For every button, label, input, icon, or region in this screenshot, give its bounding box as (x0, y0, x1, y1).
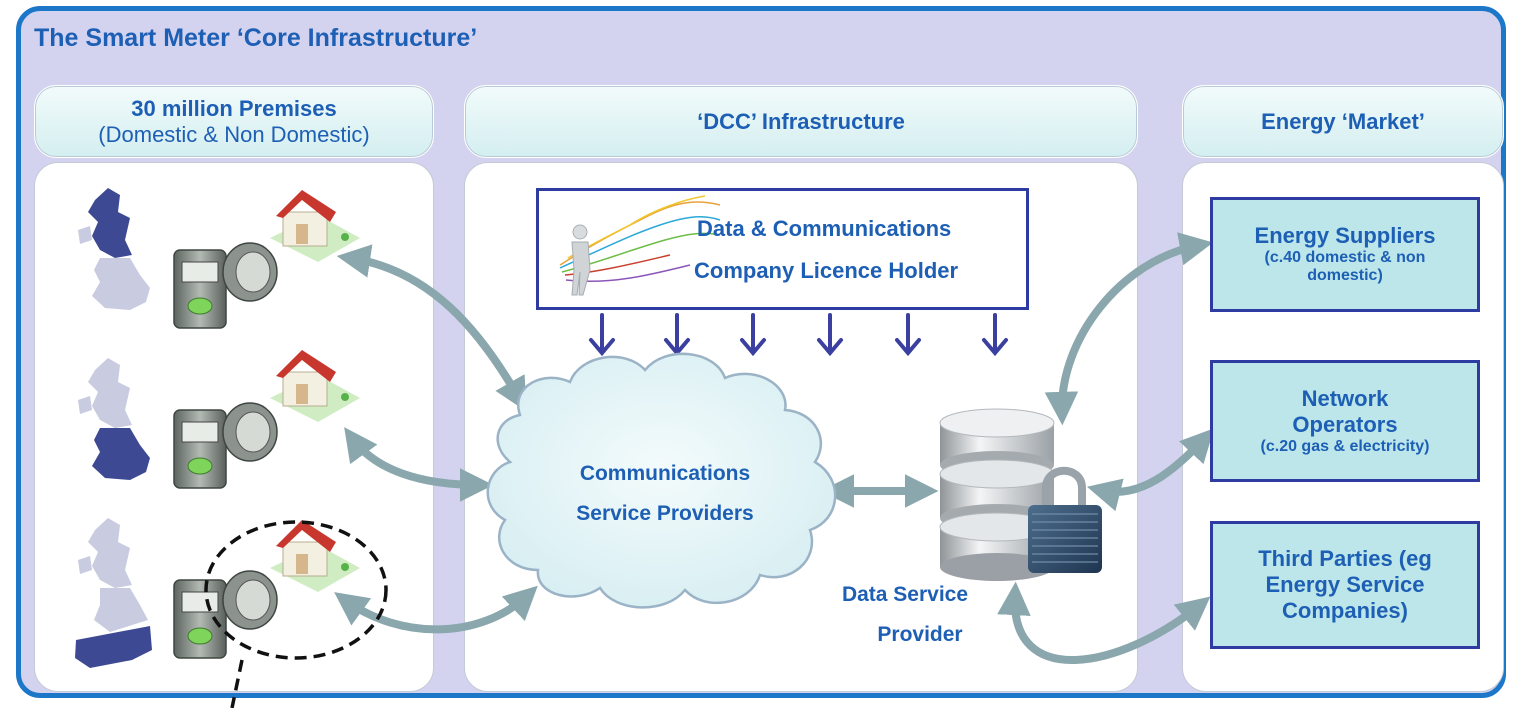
arrow-premise2-cloud (344, 427, 494, 502)
smart-meter-icon-1 (173, 242, 278, 329)
network-operators-box: Network Operators (c.20 gas & electricit… (1210, 360, 1480, 482)
down-arrow-1 (589, 313, 615, 357)
highlight-dashed-line (230, 659, 244, 708)
energy-suppliers-sub-1: (c.40 domestic & non (1264, 248, 1426, 266)
down-arrow-6 (982, 313, 1008, 357)
arrow-database-suppliers (1044, 232, 1214, 426)
house-icon-3 (270, 520, 360, 592)
arrow-dsp-thirdparties (997, 581, 1211, 664)
cloud-label-line2: Service Providers (576, 502, 754, 525)
market-title: Energy ‘Market’ (1261, 108, 1425, 134)
cloud-label-line1: Communications (579, 462, 751, 485)
data-service-line2: Provider (877, 623, 963, 646)
dcc-licence-line2: Company Licence Holder (694, 258, 959, 283)
dcc-header: ‘DCC’ Infrastructure (464, 85, 1138, 158)
premises-subtitle: (Domestic & Non Domestic) (98, 121, 370, 147)
data-service-line1: Data Service (841, 583, 969, 606)
premises-header: 30 million Premises (Domestic & Non Dome… (34, 85, 434, 158)
network-operators-title-1: Network (1301, 385, 1389, 411)
person-cables-icon (559, 195, 721, 296)
arrow-premise3-cloud (334, 585, 538, 634)
network-operators-sub: (c.20 gas & electricity) (1260, 437, 1430, 455)
smart-meter-icon-3 (173, 570, 278, 659)
highlight-dashed-circle (204, 520, 388, 660)
energy-suppliers-box: Energy Suppliers (c.40 domestic & non do… (1210, 197, 1480, 312)
dcc-licence-line1: Data & Communications (697, 216, 952, 241)
smart-meter-icon-2 (173, 402, 278, 489)
third-parties-title-2: Energy Service (1265, 572, 1425, 598)
arrow-database-network (1086, 428, 1215, 512)
down-arrow-4 (817, 313, 843, 357)
dcc-title: ‘DCC’ Infrastructure (697, 108, 905, 134)
down-arrow-5 (895, 313, 921, 357)
down-arrow-3 (740, 313, 766, 357)
market-header: Energy ‘Market’ (1182, 85, 1504, 158)
network-operators-title-2: Operators (1292, 411, 1398, 437)
dcc-licence-holder-box (536, 188, 1029, 310)
energy-suppliers-sub-2: domestic) (1307, 267, 1383, 285)
uk-map-icon-3 (75, 518, 152, 668)
energy-suppliers-title: Energy Suppliers (1254, 222, 1436, 248)
third-parties-box: Third Parties (eg Energy Service Compani… (1210, 521, 1480, 649)
padlock-icon (1028, 466, 1102, 573)
down-arrow-2 (664, 313, 690, 357)
diagram-title: The Smart Meter ‘Core Infrastructure’ (34, 24, 478, 52)
house-icon-1 (270, 190, 360, 262)
house-icon-2 (270, 350, 360, 422)
premises-title: 30 million Premises (131, 95, 337, 121)
cloud-shape (486, 352, 837, 609)
arrow-premise1-cloud (336, 244, 527, 412)
uk-map-icon-2 (78, 358, 150, 480)
third-parties-title-1: Third Parties (eg (1258, 546, 1432, 572)
uk-map-icon-1 (78, 188, 150, 310)
third-parties-title-3: Companies) (1282, 597, 1408, 623)
